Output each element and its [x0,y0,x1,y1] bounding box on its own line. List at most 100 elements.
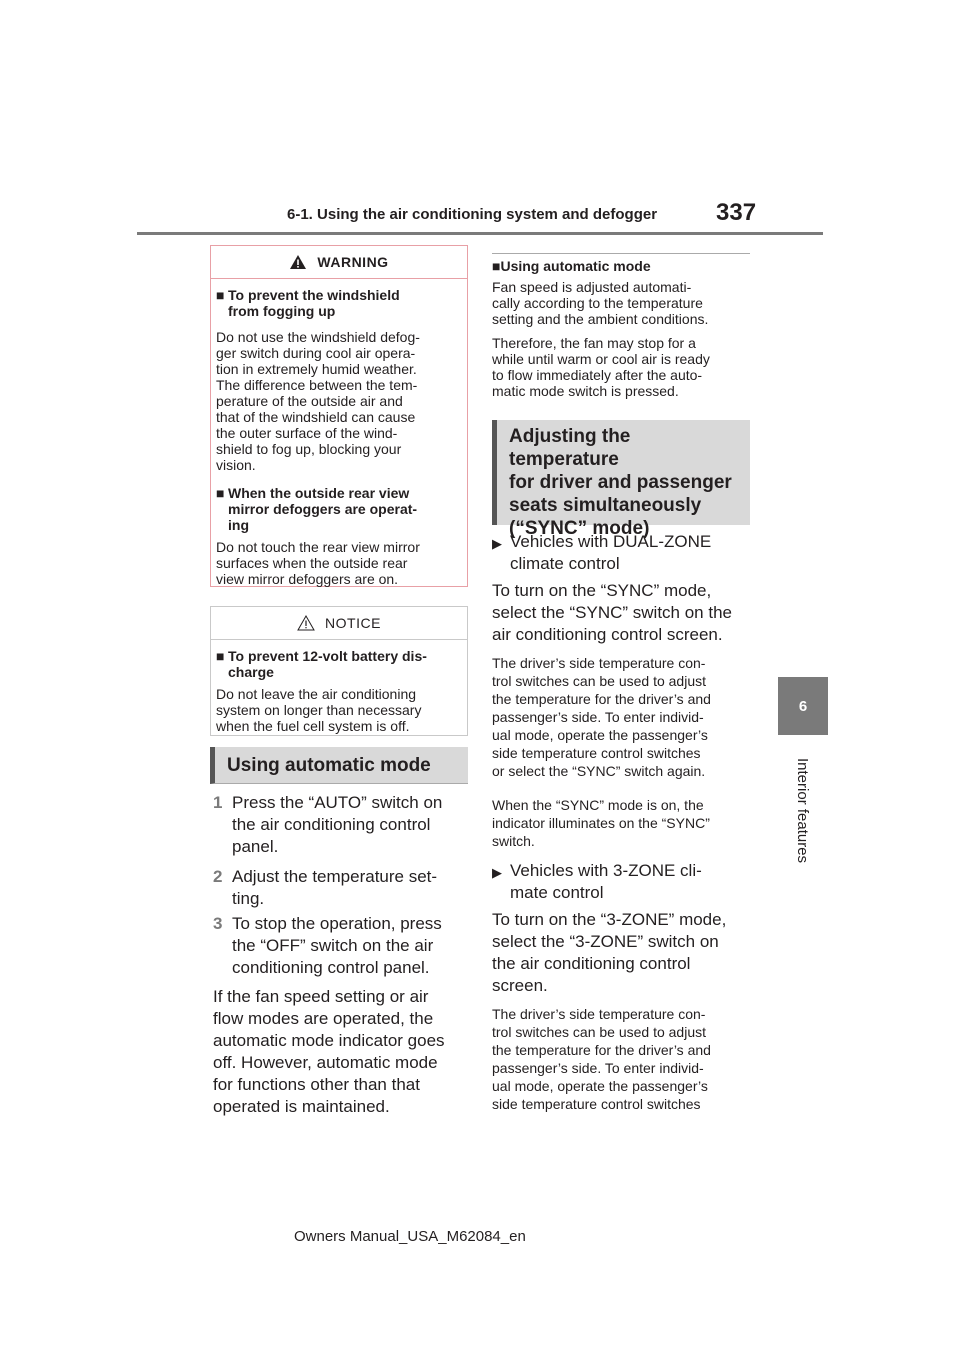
text-line: To turn on the “SYNC” mode, [492,581,712,600]
text-line: Adjust the temperature set- [232,867,438,886]
warning-paragraph-2: Do not touch the rear view mirror surfac… [216,539,462,587]
banner-line: for driver and passenger [509,472,732,493]
text-line: setting and the ambient conditions. [492,311,709,327]
text-line: while until warm or cool air is ready [492,351,710,367]
text-line: Press the “AUTO” switch on [232,793,443,812]
fan-stop-paragraph: Therefore, the fan may stop for a while … [492,335,750,399]
text-line: climate control [510,554,620,573]
zone-paragraph: To turn on the “3-ZONE” mode, select the… [492,909,750,997]
text-line: ual mode, operate the passenger’s [492,1078,708,1094]
banner-line: seats simultaneously [509,495,702,516]
step-number: 3 [213,914,223,933]
banner-line: Adjusting the temperature [509,426,631,470]
text-line: or select the “SYNC” switch again. [492,763,706,779]
step-number: 1 [213,793,223,812]
text-line: operated is maintained. [213,1097,390,1116]
text-line: If the fan speed setting or air [213,987,429,1006]
text-line: Therefore, the fan may stop for a [492,335,696,351]
warning-header: WARNING [211,246,467,279]
text-line: The driver’s side temperature con- [492,655,706,671]
subheading-line: When the outside rear view [228,485,410,501]
bullet-3-zone: ▶ Vehicles with 3-ZONE cli-mate control [492,860,750,904]
arrow-bullet-icon: ▶ [492,865,502,880]
section-title: 6-1. Using the air conditioning system a… [287,206,658,223]
right-column-rule [492,253,750,254]
section-banner-sync-mode: Adjusting the temperature for driver and… [492,420,750,539]
text-line: side temperature control switches [492,745,701,761]
arrow-bullet-icon: ▶ [492,536,502,551]
square-bullet-icon: ■ [492,258,501,274]
text-line: flow modes are operated, the [213,1009,434,1028]
subheading-line: mirror defoggers are operat- [228,501,418,517]
notice-title: NOTICE [325,615,381,631]
text-line: To stop the operation, press [232,914,442,933]
subheading-text: Using automatic mode [500,258,651,274]
text-line: The difference between the tem- [216,377,418,393]
subheading-line: from fogging up [228,303,336,319]
text-line: trol switches can be used to adjust [492,1024,707,1040]
sync-paragraph: To turn on the “SYNC” mode, select the “… [492,580,750,646]
text-line: passenger’s side. To enter individ- [492,1060,704,1076]
text-line: panel. [232,837,279,856]
text-line: off. However, automatic mode [213,1053,438,1072]
page-number: 337 [716,199,757,226]
subheading-line: ing [228,517,249,533]
text-line: ger switch during cool air opera- [216,345,416,361]
notice-triangle-icon [297,615,315,631]
text-line: To turn on the “3-ZONE” mode, [492,910,727,929]
text-line: conditioning control panel. [232,958,430,977]
footer-text: Owners Manual_USA_M62084_en [294,1228,526,1245]
text-line: screen. [492,976,548,995]
text-line: shield to fog up, blocking your [216,441,402,457]
square-bullet-icon: ■ [216,485,225,501]
text-line: for functions other than that [213,1075,420,1094]
subheading-line: To prevent 12-volt battery dis- [228,648,427,664]
sync-indicator-note: When the “SYNC” mode is on, the indicato… [492,796,750,850]
text-line: vision. [216,457,256,473]
chapter-title: Interior features [794,758,811,864]
text-line: mate control [510,883,604,902]
text-line: perature of the outside air and [216,393,403,409]
text-line: indicator illuminates on the “SYNC” [492,815,710,831]
subheading-line: To prevent the windshield [228,287,400,303]
text-line: view mirror defoggers are on. [216,571,399,587]
text-line: surfaces when the outside rear [216,555,408,571]
text-line: When the “SYNC” mode is on, the [492,797,704,813]
text-line: Fan speed is adjusted automati- [492,279,692,295]
text-line: to flow immediately after the auto- [492,367,703,383]
step-3: 3 To stop the operation, press the “OFF” … [213,913,463,979]
text-line: select the “SYNC” switch on the [492,603,732,622]
text-line: that of the windshield can cause [216,409,416,425]
text-line: the “OFF” switch on the air [232,936,434,955]
text-line: the temperature for the driver’s and [492,1042,711,1058]
subheading-line: charge [228,664,274,680]
notice-header: NOTICE [211,607,467,640]
zone-note: The driver’s side temperature con- trol … [492,1005,750,1113]
text-line: air conditioning control screen. [492,625,723,644]
text-line: passenger’s side. To enter individ- [492,709,704,725]
text-line: the air conditioning control [232,815,431,834]
text-line: side temperature control switches [492,1096,701,1112]
text-line: Do not touch the rear view mirror [216,539,420,555]
chapter-tab: 6 [778,677,828,735]
warning-title: WARNING [317,254,389,270]
text-line: automatic mode indicator goes [213,1031,445,1050]
text-line: matic mode switch is pressed. [492,383,679,399]
notice-body: ■ To prevent 12-volt battery dis-charge … [211,640,467,734]
fan-speed-paragraph: Fan speed is adjusted automati- cally ac… [492,279,750,327]
text-line: system on longer than necessary [216,702,422,718]
text-line: ting. [232,889,265,908]
text-line: when the fuel cell system is off. [216,718,410,734]
text-line: The driver’s side temperature con- [492,1006,706,1022]
notice-paragraph: Do not leave the air conditioning system… [216,686,462,734]
banner-line: (“SYNC” mode) [509,518,650,539]
step-2: 2 Adjust the temperature set-ting. [213,866,463,910]
automatic-mode-paragraph: If the fan speed setting or air flow mod… [213,986,465,1118]
text-line: the air conditioning control [492,954,691,973]
header-rule [137,232,823,235]
